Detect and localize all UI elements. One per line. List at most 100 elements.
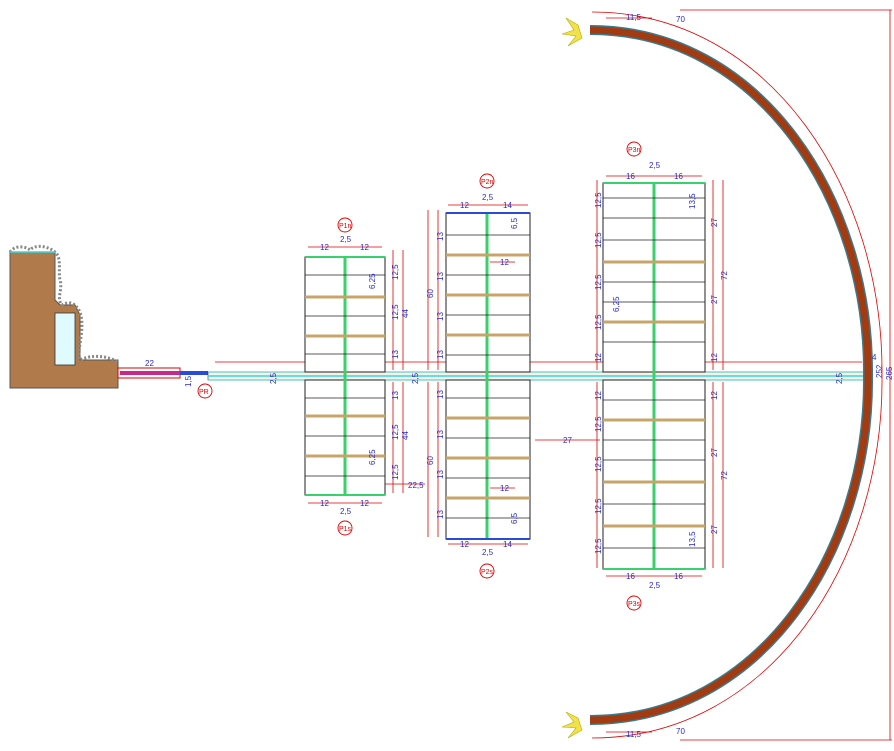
svg-text:2,5: 2,5: [482, 193, 494, 202]
svg-text:72: 72: [720, 471, 729, 480]
svg-text:60: 60: [426, 289, 435, 298]
svg-text:13: 13: [436, 232, 445, 241]
breakwater-end-top: 11,5 70: [561, 13, 685, 47]
pier-p1: [304, 256, 386, 496]
p3-top-dimensions: 16 2,5 16: [606, 161, 702, 181]
svg-text:4: 4: [872, 353, 877, 362]
svg-text:12,5: 12,5: [594, 274, 603, 290]
svg-text:12,5: 12,5: [594, 314, 603, 330]
svg-text:27: 27: [563, 436, 572, 445]
svg-text:13: 13: [436, 510, 445, 519]
svg-text:P1s: P1s: [339, 526, 352, 533]
svg-text:13: 13: [436, 312, 445, 321]
svg-text:70: 70: [676, 15, 685, 24]
svg-text:13: 13: [436, 430, 445, 439]
p1-bottom-dimensions: 12 2,5 12: [308, 499, 382, 516]
svg-text:13: 13: [436, 390, 445, 399]
svg-text:6,25: 6,25: [368, 449, 377, 465]
svg-text:12: 12: [710, 391, 719, 400]
svg-text:12: 12: [500, 258, 509, 267]
svg-text:27: 27: [710, 295, 719, 304]
svg-text:13: 13: [391, 350, 400, 359]
svg-text:13: 13: [391, 391, 400, 400]
svg-text:12,5: 12,5: [391, 424, 400, 440]
svg-text:P3n: P3n: [628, 147, 641, 154]
svg-text:14: 14: [503, 201, 512, 210]
svg-text:12,5: 12,5: [594, 538, 603, 554]
svg-text:13,5: 13,5: [688, 193, 697, 209]
quay-structure: [8, 244, 119, 389]
svg-text:27: 27: [710, 218, 719, 227]
svg-text:12: 12: [360, 499, 369, 508]
svg-text:27: 27: [710, 525, 719, 534]
svg-text:6,25: 6,25: [368, 273, 377, 289]
svg-text:12,5: 12,5: [594, 232, 603, 248]
breakwater-outer-arc: [591, 11, 883, 739]
svg-text:13: 13: [436, 350, 445, 359]
svg-text:12: 12: [460, 540, 469, 549]
svg-text:12: 12: [320, 243, 329, 252]
svg-text:12: 12: [500, 484, 509, 493]
p2-bottom-dimensions: 12 2,5 14: [448, 540, 528, 557]
svg-text:44: 44: [401, 309, 410, 318]
svg-text:12,5: 12,5: [594, 456, 603, 472]
svg-text:252: 252: [875, 364, 884, 378]
p2-side-dimensions: 60 60 13 13 13 13 13 13 13 13 6,5 6,5 12…: [426, 210, 519, 537]
svg-text:11,5: 11,5: [626, 730, 642, 739]
tag-pr: PR: [197, 383, 213, 399]
svg-text:22: 22: [145, 359, 154, 368]
svg-text:6,5: 6,5: [510, 217, 519, 229]
pier-p2: [445, 212, 531, 540]
svg-text:PR: PR: [199, 389, 209, 396]
svg-text:11,5: 11,5: [626, 13, 642, 22]
svg-text:13,5: 13,5: [688, 531, 697, 547]
p2-top-dimensions: 12 2,5 14: [448, 193, 528, 210]
tag-p2-bottom: P2s: [479, 563, 495, 579]
svg-text:12: 12: [360, 243, 369, 252]
main-walk-width-left: 2,5: [269, 372, 278, 384]
tag-p1-top: P1n: [337, 217, 353, 233]
svg-text:16: 16: [674, 572, 683, 581]
pier-p3: [602, 182, 706, 570]
svg-text:12,5: 12,5: [594, 192, 603, 208]
svg-text:16: 16: [674, 172, 683, 181]
svg-text:12,5: 12,5: [594, 498, 603, 514]
tag-p3-top: P3n: [626, 141, 642, 157]
tag-p2-top: P2n: [479, 173, 495, 189]
main-walkway: [207, 371, 869, 381]
svg-text:6,25: 6,25: [612, 296, 621, 312]
svg-text:2,5: 2,5: [482, 548, 494, 557]
p3-side-dimensions: 12,5 12,5 12,5 12,5 12 12 12,5 12,5 12,5…: [594, 180, 729, 568]
svg-text:12: 12: [710, 353, 719, 362]
svg-text:13: 13: [436, 470, 445, 479]
gap-to-p3-dimension: 27: [535, 436, 600, 445]
svg-text:P1n: P1n: [339, 223, 352, 230]
svg-text:P2n: P2n: [481, 179, 494, 186]
svg-text:12: 12: [320, 499, 329, 508]
svg-text:12: 12: [594, 391, 603, 400]
main-walk-width-right: 2,5: [835, 372, 844, 384]
p1-top-dimensions: 12 2,5 12: [308, 235, 382, 252]
svg-text:2,5: 2,5: [340, 507, 352, 516]
p1-side-dimensions: 12,5 44 12,5 13 13 12,5 44 12,5 6,25 6,2…: [368, 250, 410, 493]
ramp-length-dimension: 22: [122, 359, 180, 369]
svg-text:2,5: 2,5: [649, 161, 661, 170]
svg-text:14: 14: [503, 540, 512, 549]
svg-text:12: 12: [460, 201, 469, 210]
svg-text:22,5: 22,5: [408, 481, 424, 490]
spacing-p1-p2: 2,5: [411, 372, 420, 384]
svg-text:12,5: 12,5: [391, 264, 400, 280]
svg-text:265: 265: [885, 366, 894, 380]
svg-text:70: 70: [676, 727, 685, 736]
svg-text:12,5: 12,5: [594, 416, 603, 432]
svg-text:16: 16: [626, 572, 635, 581]
p3-bottom-dimensions: 16 2,5 16: [606, 572, 702, 590]
svg-text:16: 16: [626, 172, 635, 181]
svg-text:27: 27: [710, 448, 719, 457]
svg-text:6,5: 6,5: [510, 512, 519, 524]
breakwater-chord-dimension: 265 252 4: [680, 9, 894, 741]
tag-p3-bottom: P3s: [626, 595, 642, 611]
svg-text:12: 12: [594, 353, 603, 362]
svg-text:12,5: 12,5: [391, 464, 400, 480]
